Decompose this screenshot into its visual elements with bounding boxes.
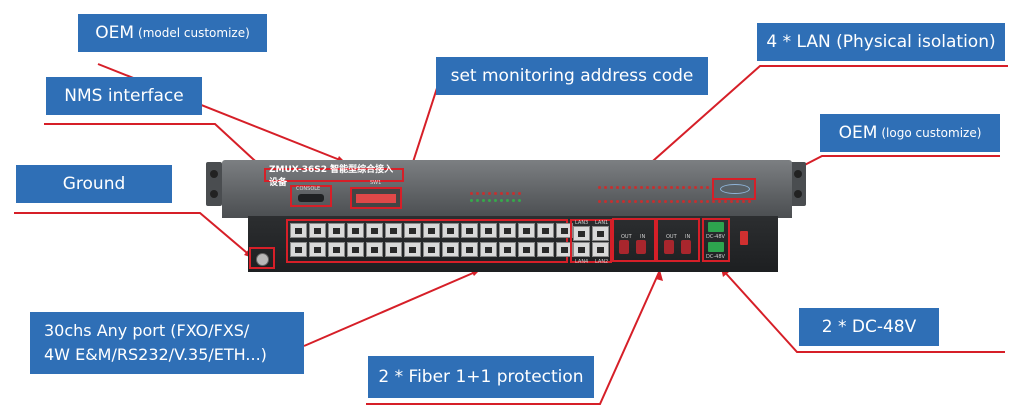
leader-any-port <box>303 269 481 347</box>
fiber-2-in-label: IN <box>685 234 691 240</box>
label-any-port-line1: 30chs Any port (FXO/FXS/ <box>44 321 250 340</box>
rj45-row-bottom <box>290 242 573 257</box>
lan3-label: LAN3 <box>575 220 589 226</box>
ground-terminal <box>249 247 275 269</box>
rj45-row-top <box>290 223 573 238</box>
leader-dc <box>720 267 1005 353</box>
fiber-1-in-label: IN <box>640 234 646 240</box>
arrow-fiber <box>656 270 663 281</box>
fiber-1-out-label: OUT <box>621 234 632 240</box>
lan1-label: LAN1 <box>595 220 609 226</box>
label-oem-logo: OEM(logo customize) <box>820 114 1000 152</box>
leader-fiber <box>366 269 661 405</box>
fiber-port-1-out <box>619 240 629 254</box>
label-fiber: 2 * Fiber 1+1 protection <box>368 356 594 398</box>
fiber-group-2 <box>656 218 700 262</box>
console-port: CONSOLE <box>290 185 332 207</box>
dc-power-2 <box>708 242 724 252</box>
rack-ear-left <box>206 162 222 206</box>
dc2-label: DC-48V <box>706 254 725 260</box>
label-nms-interface: NMS interface <box>46 77 202 115</box>
leader-ground <box>14 212 254 259</box>
dip-switch: SW1 <box>350 180 402 209</box>
label-any-port-line2: 4W E&M/RS232/V.35/ETH...) <box>44 345 267 364</box>
console-label: CONSOLE <box>296 186 321 192</box>
status-leds <box>470 192 521 195</box>
brand-logo-icon <box>720 184 750 194</box>
label-set-monitoring: set monitoring address code <box>436 57 708 95</box>
lan-port-group <box>570 219 612 263</box>
fiber-port-2-in <box>681 240 691 254</box>
lan-row-top <box>573 226 609 241</box>
rack-ear-right <box>790 162 806 206</box>
logo-area <box>712 178 756 200</box>
fiber-port-1-in <box>636 240 646 254</box>
lan2-label: LAN2 <box>595 259 609 265</box>
fiber-port-2-out <box>664 240 674 254</box>
label-ground: Ground <box>16 165 172 203</box>
ground-bolt-icon <box>256 253 269 266</box>
dip-switch-label: SW1 <box>370 180 382 186</box>
dc-power-group <box>702 218 730 262</box>
label-dc-48v: 2 * DC-48V <box>799 308 939 346</box>
fiber-2-out-label: OUT <box>666 234 677 240</box>
label-oem-model: OEM(model customize) <box>78 14 267 52</box>
power-switch <box>740 231 748 245</box>
channel-leds-row2 <box>598 200 751 203</box>
dc1-label: DC-48V <box>706 234 725 240</box>
model-name-plate: ZMUX-36S2 智能型综合接入设备 <box>264 165 404 188</box>
lan-row-bottom <box>573 242 609 257</box>
fiber-group-1 <box>612 218 656 262</box>
dc-power-1 <box>708 222 724 232</box>
lan4-label: LAN4 <box>575 259 589 265</box>
status-leds-green <box>470 199 521 202</box>
label-any-port: 30chs Any port (FXO/FXS/ 4W E&M/RS232/V.… <box>30 312 304 374</box>
label-lan: 4 * LAN (Physical isolation) <box>757 23 1005 61</box>
any-port-group <box>286 219 568 263</box>
